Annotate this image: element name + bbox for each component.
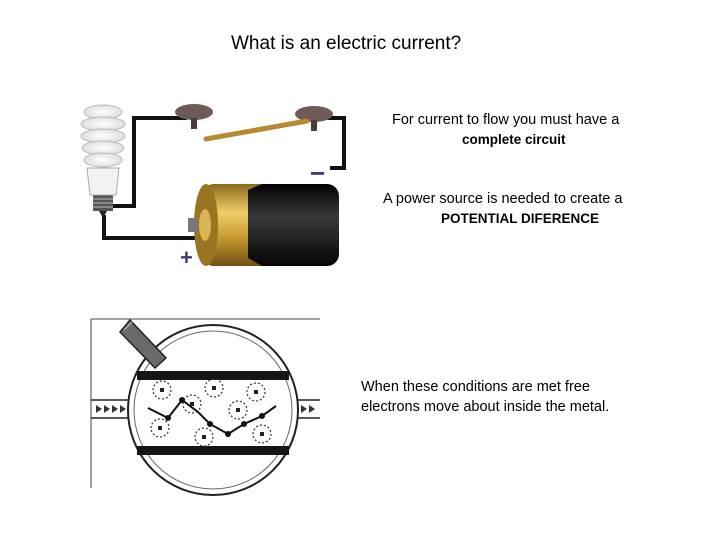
electron-explanation-line2: electrons move about inside the metal.	[361, 399, 610, 415]
light-bulb-icon	[80, 104, 126, 218]
switch-terminal-left	[175, 104, 213, 129]
circuit-explanation: For current to flow you must have a comp…	[392, 110, 662, 150]
slide-title: What is an electric current?	[231, 33, 462, 54]
switch-arm	[203, 118, 310, 142]
electron-explanation-line1: When these conditions are met free	[361, 379, 590, 395]
battery-negative-label: −	[310, 158, 325, 188]
switch-terminal-right	[295, 106, 333, 131]
magnifier-handle	[118, 318, 168, 370]
electron-explanation: When these conditions are met free elect…	[361, 377, 661, 417]
power-source-emphasis: POTENTIAL DIFERENCE	[441, 211, 600, 226]
battery-icon	[188, 184, 339, 266]
power-source-line: A power source is needed to create a	[383, 191, 623, 207]
battery-positive-label: +	[180, 245, 193, 270]
circuit-explanation-emphasis: complete circuit	[462, 132, 566, 147]
circuit-explanation-line: For current to flow you must have a	[392, 112, 620, 128]
metal-wire-section	[137, 371, 289, 455]
power-source-explanation: A power source is needed to create a POT…	[383, 189, 673, 229]
